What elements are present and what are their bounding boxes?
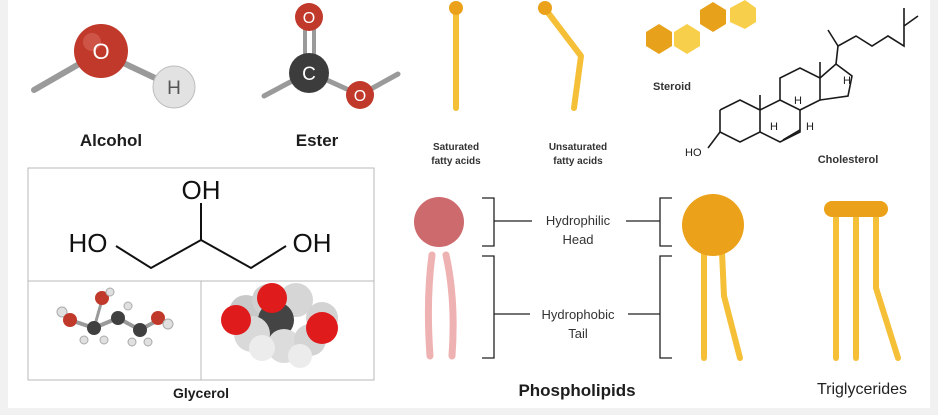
cholesterol-hydrogens: H H H H — [770, 75, 851, 133]
tail-bracket-left — [482, 255, 495, 359]
cholesterol-side-methyl — [827, 29, 839, 47]
sf-o-2 — [257, 283, 287, 313]
ester-top-oxygen-symbol: O — [303, 10, 315, 27]
phospholipid-annotations — [482, 197, 672, 359]
saturated-head — [449, 1, 463, 15]
tail-bracket-right — [659, 255, 672, 359]
saturated-fatty-acid — [449, 1, 463, 111]
unsaturated-label-line1: Unsaturated — [549, 142, 607, 153]
unsaturated-fatty-acid — [538, 1, 584, 111]
unsaturated-tail — [543, 7, 584, 111]
steroid-ring-1 — [646, 24, 672, 54]
ester-top-oxygen — [295, 3, 323, 31]
bs-c-2 — [111, 311, 125, 325]
steroid-ring-2 — [674, 24, 700, 54]
cholesterol-ho-group: HO — [685, 147, 702, 159]
alcohol-label: Alcohol — [80, 131, 142, 150]
pink-head — [414, 197, 464, 247]
unsaturated-label-line2: fatty acids — [553, 156, 603, 167]
oxygen-symbol: O — [92, 39, 109, 64]
cholesterol-h-1: H — [794, 95, 802, 107]
orange-head — [682, 194, 744, 256]
sf-o-1 — [221, 305, 251, 335]
bs-c-3 — [133, 323, 147, 337]
cholesterol-structure — [707, 8, 919, 149]
bs-h-6 — [127, 337, 137, 347]
glycerol-ho-left: HO — [69, 228, 108, 258]
carbon-symbol: C — [302, 64, 316, 85]
ester-label: Ester — [296, 131, 339, 150]
glycerol-oh-right: OH — [293, 228, 332, 258]
glycerol-skeletal-formula: OH HO OH — [69, 175, 332, 270]
cholesterol-ring-c — [779, 67, 821, 111]
pink-tail-left — [424, 251, 436, 360]
cholesterol-ring-d — [819, 62, 853, 101]
cholesterol-ho-bond — [707, 131, 721, 149]
phospholipids-label: Phospholipids — [518, 381, 635, 400]
steroid-ring-3 — [700, 2, 726, 32]
bs-h-3 — [99, 335, 109, 345]
triglyceride — [824, 201, 901, 361]
bs-h-5 — [123, 301, 133, 311]
bs-h-4 — [105, 287, 115, 297]
steroid-ring-4 — [730, 0, 756, 29]
hydrophobic-label-line1: Hydrophobic — [542, 307, 615, 322]
sf-h-8 — [249, 335, 275, 361]
bs-c-1 — [87, 321, 101, 335]
saturated-label-line2: fatty acids — [431, 156, 481, 167]
glycerol-oh-top: OH — [182, 175, 221, 205]
glycerol-space-filling — [221, 283, 338, 368]
cholesterol-ring-a — [719, 99, 761, 143]
hydrophilic-label-line2: Head — [562, 232, 593, 247]
bs-h-7 — [143, 337, 153, 347]
cholesterol-ring-b — [759, 99, 801, 143]
cholesterol-h-2: H — [770, 121, 778, 133]
unsaturated-head — [538, 1, 552, 15]
head-bracket-left — [482, 197, 495, 247]
phospholipid-orange — [682, 194, 744, 361]
ester-side-oxygen — [346, 81, 374, 109]
phospholipid-pink — [414, 197, 464, 360]
triglyceride-glycerol-head — [824, 201, 888, 217]
cholesterol-h-3: H — [806, 121, 814, 133]
hydrogen-atom — [152, 65, 196, 109]
hydrophilic-label-line1: Hydrophilic — [546, 213, 611, 228]
triglycerides-label: Triglycerides — [817, 381, 907, 398]
head-bracket-right — [659, 197, 672, 247]
steroid-rings — [646, 0, 756, 54]
sf-h-9 — [288, 344, 312, 368]
steroid-label: Steroid — [653, 81, 691, 93]
carbon-atom — [289, 53, 329, 93]
cholesterol-double-bond — [782, 129, 801, 141]
ester-side-oxygen-symbol: O — [354, 88, 366, 105]
cholesterol-label: Cholesterol — [818, 154, 879, 166]
hydrogen-symbol: H — [167, 78, 181, 99]
cholesterol-h-4: H — [843, 75, 851, 87]
alcohol-molecule: H O — [31, 24, 196, 109]
glycerol-label: Glycerol — [173, 385, 229, 401]
sf-o-3 — [306, 312, 338, 344]
bs-h-1 — [56, 306, 68, 318]
triglyceride-tail-3 — [873, 211, 901, 361]
bs-h-8 — [162, 318, 174, 330]
orange-tail-kinked — [719, 249, 743, 361]
bs-h-2 — [79, 335, 89, 345]
bs-o-3 — [151, 311, 165, 325]
oxygen-highlight — [83, 33, 101, 51]
bs-o-2 — [95, 291, 109, 305]
pink-tail-right — [442, 251, 457, 360]
ester-molecule: O C O — [261, 3, 401, 109]
hydrophobic-label-line2: Tail — [568, 326, 588, 341]
cholesterol-side-chain — [835, 15, 919, 65]
bs-o-1 — [63, 313, 77, 327]
saturated-label-line1: Saturated — [433, 142, 479, 153]
glycerol-ball-and-stick — [56, 287, 174, 347]
